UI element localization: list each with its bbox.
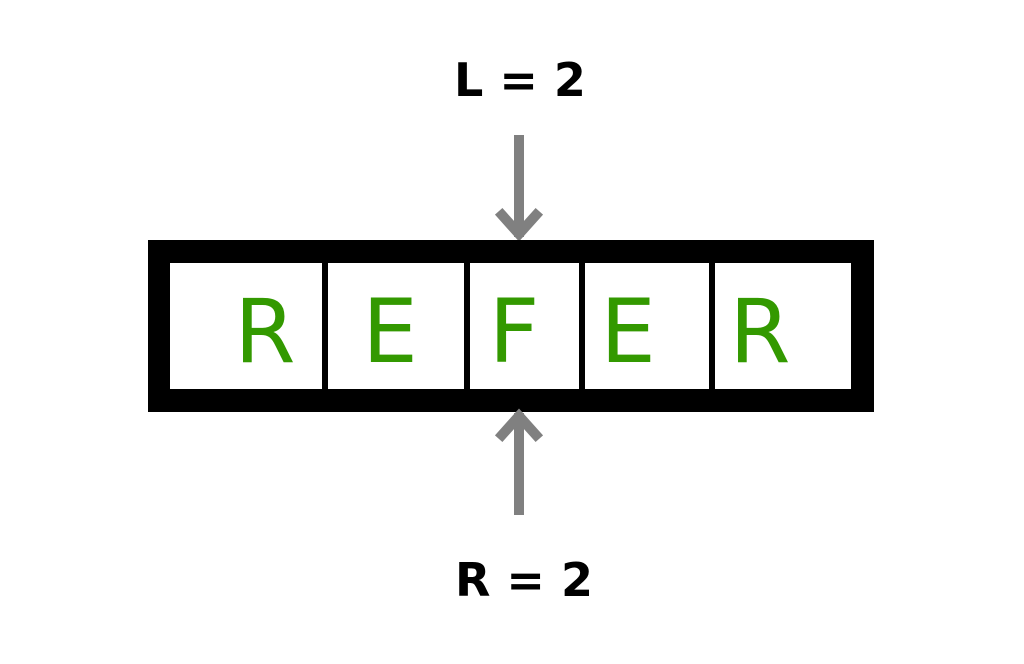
cell-letter: R — [729, 280, 790, 383]
cell-divider — [322, 263, 328, 411]
cell-divider — [579, 263, 585, 411]
array-inner — [170, 263, 851, 389]
cell-letter: R — [234, 280, 295, 383]
right-pointer-label: R = 2 — [455, 553, 593, 607]
right-pointer-arrow — [494, 408, 544, 515]
cell-divider — [464, 240, 470, 390]
cell-letter: E — [600, 280, 656, 383]
left-pointer-label: L = 2 — [454, 53, 586, 107]
cell-divider — [709, 240, 715, 390]
left-pointer-arrow — [494, 135, 544, 242]
cell-letter: E — [362, 280, 418, 383]
cell-letter: F — [489, 280, 540, 383]
string-array: R E F E R — [148, 240, 874, 412]
